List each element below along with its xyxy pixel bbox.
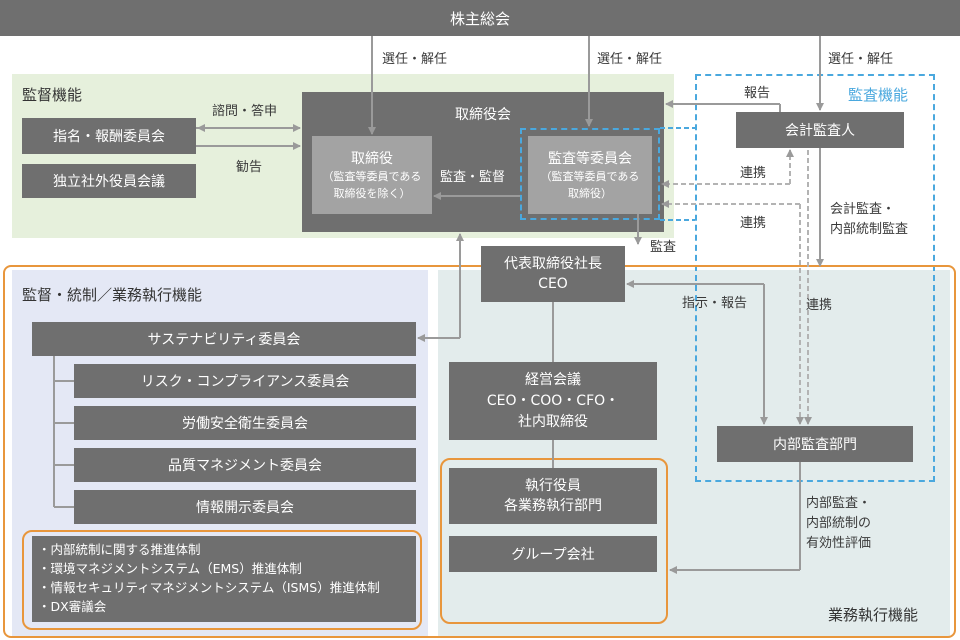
- bullet-item: ・情報セキュリティマネジメントシステム（ISMS）推進体制: [38, 580, 380, 595]
- execution-title: 業務執行機能: [828, 606, 919, 624]
- label-audit: 監査: [650, 240, 677, 255]
- group-companies: グループ会社: [449, 536, 657, 572]
- label-coop-1: 連携: [740, 166, 767, 181]
- bullet-item: ・DX審議会: [38, 599, 107, 614]
- disclosure-committee: 情報開示委員会: [74, 490, 416, 524]
- internal-audit-department: 内部監査部門: [717, 426, 913, 462]
- audit-committee-box: 監査等委員会 （監査等委員である 取締役）: [528, 136, 652, 214]
- risk-compliance-committee: リスク・コンプライアンス委員会: [74, 364, 416, 398]
- label-report: 報告: [744, 86, 771, 101]
- shareholders-meeting: 株主総会: [0, 0, 960, 36]
- labor-safety-committee: 労働安全衛生委員会: [74, 406, 416, 440]
- audit-committee-dashed-outline: [520, 128, 660, 220]
- promotion-systems-outline: [22, 530, 422, 630]
- supervision-execution-title: 監督・統制／業務執行機能: [22, 286, 203, 304]
- bullet-item: ・環境マネジメントシステム（EMS）推進体制: [38, 561, 302, 576]
- outside-directors-meeting: 独立社外役員会議: [22, 164, 196, 198]
- label-elect-1: 選任・解任: [382, 52, 448, 67]
- nomination-committee: 指名・報酬委員会: [22, 118, 196, 154]
- sustainability-committee: サステナビリティ委員会: [32, 322, 416, 356]
- label-recommend: 勧告: [236, 160, 263, 175]
- label-acct-audit: 会計監査・ 内部統制監査: [830, 202, 909, 237]
- label-elect-2: 選任・解任: [597, 52, 663, 67]
- executive-officers: 執行役員 各業務執行部門: [449, 468, 657, 524]
- directors-title: 取締役: [351, 151, 393, 167]
- audit-function-title: 監査機能: [848, 86, 909, 104]
- supervision-title: 監督機能: [22, 86, 83, 104]
- directors-box: 取締役 （監査等委員である 取締役を除く）: [312, 136, 432, 214]
- accounting-auditor: 会計監査人: [736, 112, 904, 148]
- ceo-box: 代表取締役社長 CEO: [481, 246, 625, 302]
- audit-committee-title: 監査等委員会: [548, 151, 632, 167]
- label-coop-3: 連携: [806, 298, 833, 313]
- execution-function-border: [3, 265, 956, 638]
- promotion-systems-box: ・内部統制に関する推進体制 ・環境マネジメントシステム（EMS）推進体制 ・情報…: [32, 536, 416, 622]
- directors-note: （監査等委員である 取締役を除く）: [322, 170, 422, 200]
- label-internal-eval: 内部監査・ 内部統制の 有効性評価: [806, 496, 872, 551]
- label-coop-2: 連携: [740, 216, 767, 231]
- label-instruct-report: 指示・報告: [682, 296, 748, 311]
- audit-committee-note: （監査等委員である 取締役）: [540, 170, 640, 200]
- label-consult: 諮問・答申: [212, 104, 278, 119]
- audit-function-border: [695, 74, 935, 482]
- label-audit-supervise: 監査・監督: [440, 170, 506, 185]
- board-title: 取締役会: [455, 107, 511, 123]
- bullet-item: ・内部統制に関する推進体制: [38, 542, 201, 557]
- quality-management-committee: 品質マネジメント委員会: [74, 448, 416, 482]
- label-elect-3: 選任・解任: [828, 52, 894, 67]
- management-meeting: 経営会議 CEO・COO・CFO・ 社内取締役: [449, 362, 657, 440]
